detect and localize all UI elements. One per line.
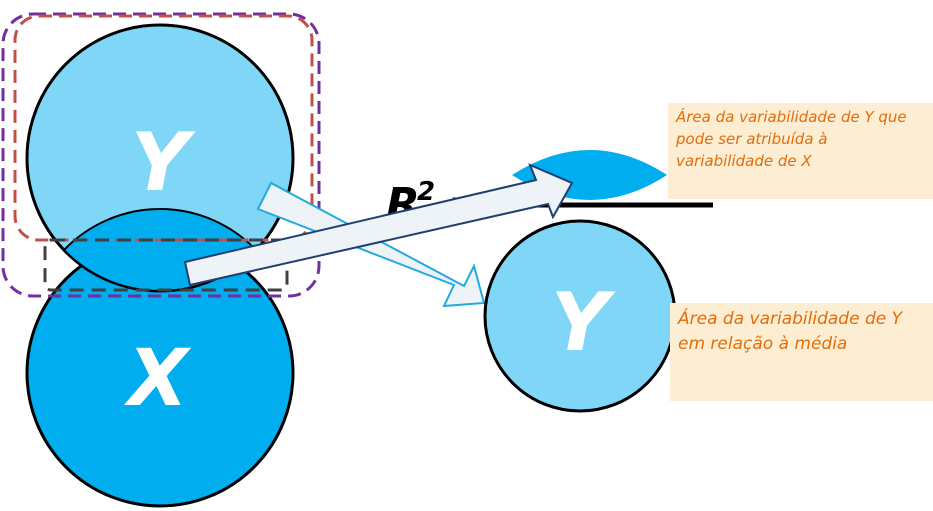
arrow-to-overlap-lens <box>183 163 574 287</box>
explained-variability-text: Área da variabilidade de Y que pode ser … <box>676 108 907 170</box>
x-bottom-label: X <box>124 334 192 424</box>
y-top-label: Y <box>131 116 196 209</box>
gray-dashed-box <box>43 238 289 292</box>
r-exponent: 2 <box>417 177 435 207</box>
purple-dashed-box <box>1 12 321 298</box>
total-variability-note: Área da variabilidade de Y em relação à … <box>670 303 933 401</box>
explained-variability-note: Área da variabilidade de Y que pode ser … <box>668 103 933 199</box>
total-variability-text: Área da variabilidade de Y em relação à … <box>678 309 902 354</box>
y-right-label: Y <box>551 276 616 369</box>
